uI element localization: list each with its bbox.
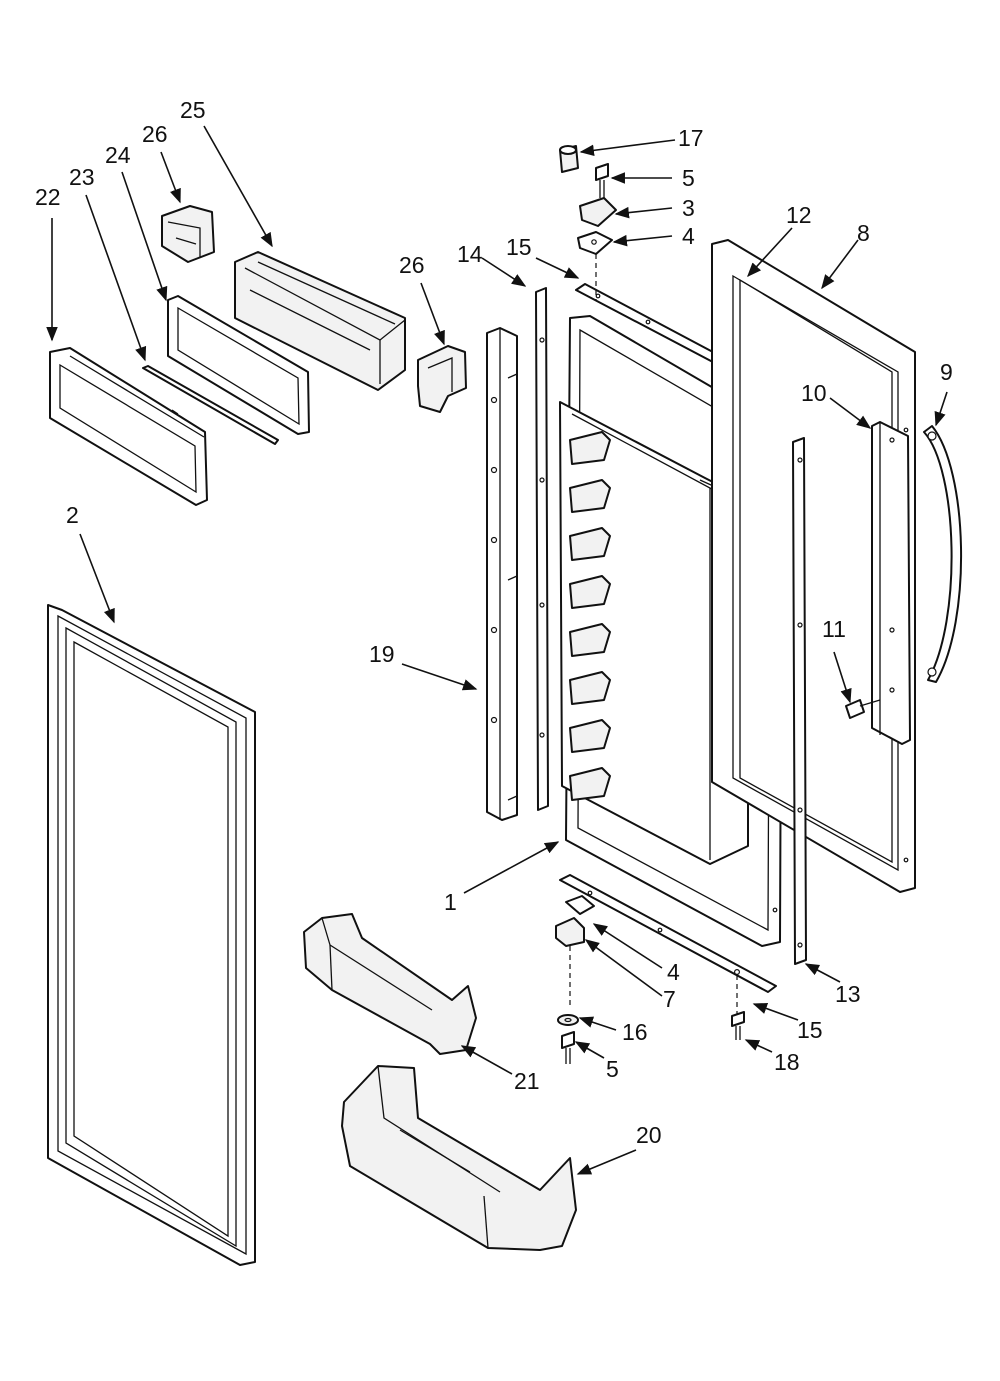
callout-4-top: 4 bbox=[682, 223, 695, 249]
callout-13: 13 bbox=[835, 981, 861, 1007]
callout-7: 7 bbox=[663, 986, 676, 1012]
door-channel-part bbox=[486, 327, 518, 821]
leader-lines bbox=[46, 125, 948, 1175]
door-trim-strip-part bbox=[535, 287, 549, 811]
callout-8: 8 bbox=[857, 220, 870, 246]
callout-12: 12 bbox=[786, 202, 812, 228]
callout-5-bottom: 5 bbox=[606, 1056, 619, 1082]
outer-door-panel-part bbox=[711, 239, 916, 893]
handle-screw-part bbox=[845, 699, 881, 719]
right-trim-strip-part bbox=[792, 437, 807, 965]
callout-25: 25 bbox=[180, 97, 206, 123]
callout-15-top: 15 bbox=[506, 234, 532, 260]
callout-24: 24 bbox=[105, 142, 131, 168]
callout-3: 3 bbox=[682, 195, 695, 221]
large-door-bin-part bbox=[341, 1065, 577, 1251]
callout-labels: 22 23 24 26 25 26 2 19 1 14 15 17 5 3 4 … bbox=[35, 97, 953, 1148]
bottom-hinge-assembly bbox=[555, 895, 745, 1064]
callout-10: 10 bbox=[801, 380, 827, 406]
callout-1: 1 bbox=[444, 889, 457, 915]
trim-strip-part bbox=[142, 365, 279, 445]
bin-housing-part bbox=[234, 251, 406, 391]
callout-14: 14 bbox=[457, 241, 483, 267]
panel-insulation-part bbox=[739, 278, 893, 864]
callout-5-top: 5 bbox=[682, 165, 695, 191]
bottom-cap-strip-part bbox=[559, 874, 777, 993]
callout-2: 2 bbox=[66, 502, 79, 528]
small-door-bin-part bbox=[303, 913, 477, 1055]
bin-frame-gasket-part bbox=[167, 295, 310, 435]
callout-15-bottom: 15 bbox=[797, 1017, 823, 1043]
handle-channel-part bbox=[871, 421, 911, 745]
dispenser-cover-part bbox=[49, 347, 208, 506]
top-hinge-assembly bbox=[559, 145, 617, 300]
bracket-part-right bbox=[417, 345, 467, 413]
callout-11: 11 bbox=[822, 616, 846, 642]
door-gasket-part bbox=[47, 604, 256, 1266]
door-handle-part bbox=[923, 425, 963, 683]
bracket-part-left bbox=[161, 205, 215, 263]
callout-26-right: 26 bbox=[399, 252, 425, 278]
callout-20: 20 bbox=[636, 1122, 662, 1148]
callout-23: 23 bbox=[69, 164, 95, 190]
callout-26-left: 26 bbox=[142, 121, 168, 147]
callout-17: 17 bbox=[678, 125, 704, 151]
callout-9: 9 bbox=[940, 359, 953, 385]
callout-21: 21 bbox=[514, 1068, 540, 1094]
callout-22: 22 bbox=[35, 184, 61, 210]
callout-18: 18 bbox=[774, 1049, 800, 1075]
callout-16: 16 bbox=[622, 1019, 648, 1045]
callout-4-bottom: 4 bbox=[667, 959, 680, 985]
callout-19: 19 bbox=[369, 641, 395, 667]
